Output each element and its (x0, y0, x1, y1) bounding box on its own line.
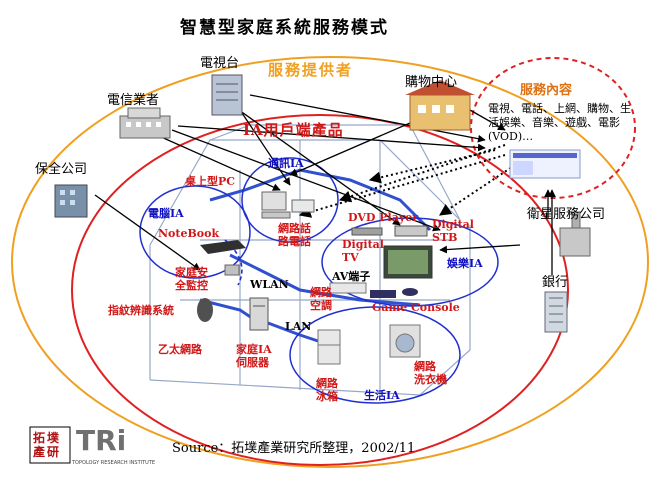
web-portal-thumbnail (509, 149, 581, 179)
security-company-icon (54, 184, 88, 218)
security-company-label: 保全公司 (35, 162, 88, 177)
desktop-pc-label: 桌上型PC (185, 175, 236, 188)
provider-arrows (94, 94, 521, 271)
lan-label: LAN (285, 320, 312, 333)
fingerprint-label: 指紋辨識系統 (108, 304, 174, 317)
page-title: 智慧型家庭系統服務模式 (180, 18, 389, 38)
net-fridge-label: 網路 冰箱 (316, 377, 338, 403)
stb-icon (394, 225, 428, 237)
entertainment-ia-group (321, 217, 499, 307)
provider-ellipse (11, 56, 649, 468)
net-phone-label: 網路話 路電話 (278, 222, 311, 248)
provider-label: 服務提供者 (268, 61, 354, 79)
net-washer-label: 網路 洗衣機 (414, 360, 447, 386)
living-ia-label: 生活IA (364, 389, 400, 402)
game-console-label: Game Console (372, 301, 460, 314)
logo-brand: TRi (76, 424, 127, 457)
telecom-label: 電信業者 (107, 93, 160, 108)
living-ia-group (289, 306, 461, 404)
wlan-label: WLAN (250, 278, 289, 291)
home-server-label: 家庭IA 伺服器 (236, 343, 272, 369)
camera-icon (224, 264, 240, 276)
home-security-label: 家庭安 全監控 (175, 266, 208, 292)
ethernet-label: 乙太網路 (158, 343, 202, 356)
pc-ia-group (139, 185, 251, 279)
washer-icon (389, 324, 421, 358)
fingerprint-device-icon (197, 298, 213, 322)
entertainment-ia-label: 娛樂IA (447, 257, 483, 270)
net-aircon-label: 網路 空調 (310, 286, 332, 312)
desktop-pc-icon (261, 191, 291, 219)
satellite-company-icon (559, 211, 591, 257)
bank-icon (544, 291, 568, 333)
user-products-ellipse (71, 114, 569, 466)
comm-ia-label: 通訊IA (268, 157, 304, 170)
notebook-icon (200, 240, 246, 254)
digital-tv-label: Digital TV (342, 238, 384, 264)
digital-tv-icon (383, 245, 433, 279)
logo-subtitle: TOPOLOGY RESEARCH INSTITUTE (72, 460, 156, 466)
home-server-icon (249, 297, 269, 331)
service-content-body: 電視、電話、上網、購物、生活娛樂、音樂、遊戲、電影(VOD)… (488, 102, 631, 143)
service-content-title: 服務內容 (520, 83, 573, 98)
service-content-arrows (177, 94, 556, 275)
source-note: Source：拓墣產業研究所整理，2002/11 (172, 441, 416, 456)
logo-chinese: 拓墣產研 (33, 431, 62, 459)
digital-stb-label: Digital STB (432, 218, 474, 244)
aircon-icon (329, 282, 367, 294)
user-products-label: IA用戶端產品 (243, 121, 344, 139)
dvd-player-icon (351, 227, 383, 236)
service-content-ellipse (470, 57, 636, 199)
bank-label: 銀行 (542, 275, 569, 290)
delivery-arrows (298, 144, 516, 218)
notebook-label: NoteBook (158, 227, 220, 240)
fridge-icon (317, 329, 341, 365)
game-console-icon (370, 288, 418, 298)
av-terminal-label: AV端子 (332, 270, 371, 283)
dvd-player-label: DVD Player (348, 211, 419, 224)
tri-logo-graphic (29, 426, 71, 464)
tv-station-label: 電視台 (200, 56, 240, 71)
satellite-company-label: 衛星服務公司 (527, 207, 606, 222)
pc-ia-label: 電腦IA (148, 207, 184, 220)
shopping-center-icon (405, 80, 475, 131)
telecom-building-icon (119, 107, 171, 139)
shopping-center-label: 購物中心 (405, 75, 458, 90)
comm-ia-group (241, 157, 339, 243)
phone-icon (291, 199, 315, 213)
tv-station-icon (211, 74, 243, 116)
